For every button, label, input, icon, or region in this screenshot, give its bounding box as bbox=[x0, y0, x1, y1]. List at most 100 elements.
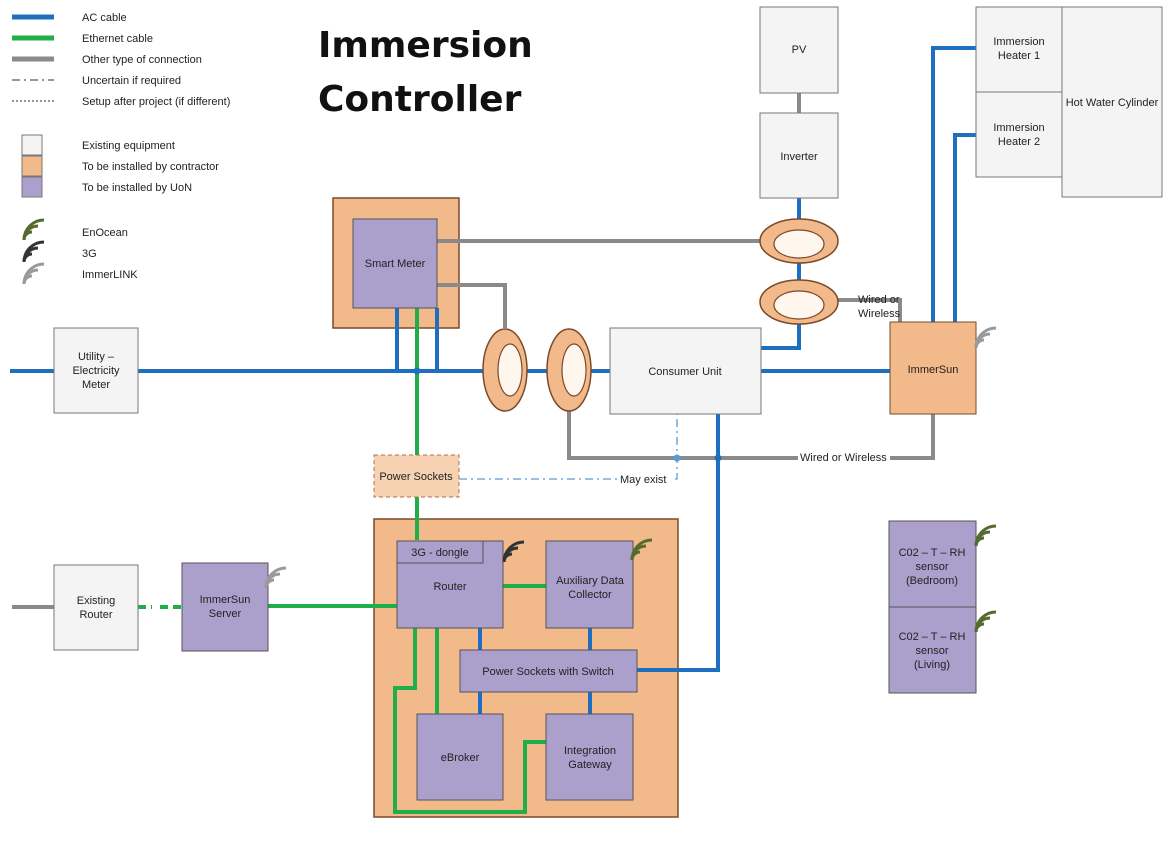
junction-dot bbox=[714, 454, 722, 462]
title-line-1: Immersion bbox=[318, 25, 533, 66]
junction-dot bbox=[413, 367, 421, 375]
ebroker-label: eBroker bbox=[441, 752, 480, 764]
legend-uon-swatch bbox=[21, 176, 43, 198]
ct-clamp-pv bbox=[759, 218, 839, 264]
sensor-bedroom-box bbox=[888, 520, 977, 608]
immerlink-icon bbox=[264, 566, 287, 589]
pv-box bbox=[759, 6, 839, 94]
legend-3g-label: 3G bbox=[82, 248, 97, 260]
ct-clamp-main-1 bbox=[482, 328, 528, 412]
immersion-heater-1-label-line-2: Heater 1 bbox=[998, 50, 1040, 62]
integration-gateway-label-line-2: Gateway bbox=[568, 759, 612, 771]
label-bg bbox=[798, 450, 890, 465]
immersun-server-label-line-2: Server bbox=[209, 608, 242, 620]
enocean-icon bbox=[630, 538, 653, 561]
legend: AC cable Ethernet cable Other type of co… bbox=[12, 12, 230, 285]
immersion-heater-1-box bbox=[975, 6, 1063, 93]
legend-uon-label: To be installed by UoN bbox=[82, 182, 192, 194]
junction-dot bbox=[673, 454, 681, 462]
legend-enocean-label: EnOcean bbox=[82, 227, 128, 239]
consumer-unit-label: Consumer Unit bbox=[648, 366, 721, 378]
smart-meter-to-ct-main bbox=[437, 283, 507, 328]
immersion-heater-2-label-line-2: Heater 2 bbox=[998, 136, 1040, 148]
immerlink-icon bbox=[22, 262, 45, 285]
integration-gateway-label-line-1: Integration bbox=[564, 745, 616, 757]
enocean-icon bbox=[974, 610, 997, 633]
sensor-living-label-line-2: sensor bbox=[915, 645, 948, 657]
enocean-icon bbox=[974, 524, 997, 547]
aux-collector-box bbox=[545, 540, 634, 629]
utility-meter-label-line-1: Utility – bbox=[78, 351, 115, 363]
existing-router-label-line-1: Existing bbox=[77, 595, 116, 607]
uncertain-power-link bbox=[459, 414, 678, 480]
ct-clamp-consumer bbox=[759, 279, 839, 325]
wired-or-wireless-label-1-line-1: Wired or bbox=[858, 294, 900, 306]
ct-to-immersun-wired-wireless bbox=[567, 405, 935, 460]
ac-consumer-unit-to-sockets bbox=[637, 414, 720, 672]
eth-router-to-gateway bbox=[393, 628, 546, 814]
legend-contractor-swatch bbox=[21, 155, 43, 177]
legend-ac-label: AC cable bbox=[82, 12, 127, 24]
label-bg bbox=[617, 472, 673, 486]
utility-meter-label-line-3: Meter bbox=[82, 379, 110, 391]
may-exist-label: May exist bbox=[620, 474, 666, 486]
utility-meter-label-line-2: Electricity bbox=[72, 365, 120, 377]
immersun-server-box bbox=[181, 562, 269, 652]
ac-immersun-to-heater-2 bbox=[953, 133, 976, 322]
sensor-living-label-line-1: C02 – T – RH bbox=[899, 631, 966, 643]
legend-other-label: Other type of connection bbox=[82, 54, 202, 66]
pv-label: PV bbox=[792, 44, 807, 56]
ac-immersun-to-heater-1 bbox=[931, 46, 976, 322]
title-line-2: Controller bbox=[318, 79, 522, 120]
immerlink-icon bbox=[974, 326, 997, 349]
hot-water-cylinder-label: Hot Water Cylinder bbox=[1066, 97, 1159, 109]
existing-router-box bbox=[53, 564, 139, 651]
inverter-box bbox=[759, 112, 839, 199]
3g-dongle-label: 3G - dongle bbox=[411, 547, 468, 559]
smart-meter-box bbox=[352, 218, 438, 309]
immersion-heater-1-label-line-1: Immersion bbox=[993, 36, 1044, 48]
legend-existing-label: Existing equipment bbox=[82, 140, 175, 152]
3g-dongle-box bbox=[396, 540, 484, 564]
power-sockets-switch-box bbox=[459, 649, 638, 693]
aux-collector-label-line-1: Auxiliary Data bbox=[556, 575, 625, 587]
inverter-label: Inverter bbox=[780, 151, 818, 163]
connections bbox=[10, 46, 976, 814]
immersun-box bbox=[889, 321, 977, 415]
immersion-heater-2-label-line-1: Immersion bbox=[993, 122, 1044, 134]
legend-existing-swatch bbox=[21, 134, 43, 156]
sensor-bedroom-label-line-2: sensor bbox=[915, 561, 948, 573]
consumer-unit-box bbox=[609, 327, 762, 415]
immersun-server-label-line-1: ImmerSun bbox=[200, 594, 251, 606]
power-sockets-box bbox=[373, 454, 460, 498]
3g-icon bbox=[502, 540, 525, 563]
legend-contractor-label: To be installed by contractor bbox=[82, 161, 219, 173]
enocean-icon bbox=[22, 218, 45, 241]
sensor-bedroom-label-line-3: (Bedroom) bbox=[906, 575, 958, 587]
aux-collector-label-line-2: Collector bbox=[568, 589, 612, 601]
wired-or-wireless-label-1-line-2: Wireless bbox=[858, 308, 901, 320]
power-sockets-label: Power Sockets bbox=[379, 471, 453, 483]
immersun-label: ImmerSun bbox=[908, 364, 959, 376]
legend-setup-after-label: Setup after project (if different) bbox=[82, 96, 230, 108]
integration-gateway-box bbox=[545, 713, 634, 801]
ebroker-box bbox=[416, 713, 504, 801]
router-label: Router bbox=[433, 581, 466, 593]
sensor-living-box bbox=[888, 606, 977, 694]
legend-immerlink-label: ImmerLINK bbox=[82, 269, 138, 281]
smart-meter-label: Smart Meter bbox=[365, 258, 426, 270]
legend-ethernet-label: Ethernet cable bbox=[82, 33, 153, 45]
immersion-heater-2-box bbox=[975, 91, 1063, 178]
wired-or-wireless-label-2: Wired or Wireless bbox=[800, 452, 887, 464]
hot-water-cylinder-box bbox=[1061, 6, 1163, 198]
ct-to-immersun-link bbox=[820, 298, 902, 322]
ct-clamp-main-2 bbox=[546, 328, 592, 412]
utility-meter-box bbox=[53, 327, 139, 414]
power-sockets-switch-label: Power Sockets with Switch bbox=[482, 666, 613, 678]
3g-icon bbox=[22, 240, 45, 263]
sensor-living-label-line-3: (Living) bbox=[914, 659, 950, 671]
legend-uncertain-label: Uncertain if required bbox=[82, 75, 181, 87]
sensor-bedroom-label-line-1: C02 – T – RH bbox=[899, 547, 966, 559]
existing-router-label-line-2: Router bbox=[79, 609, 112, 621]
